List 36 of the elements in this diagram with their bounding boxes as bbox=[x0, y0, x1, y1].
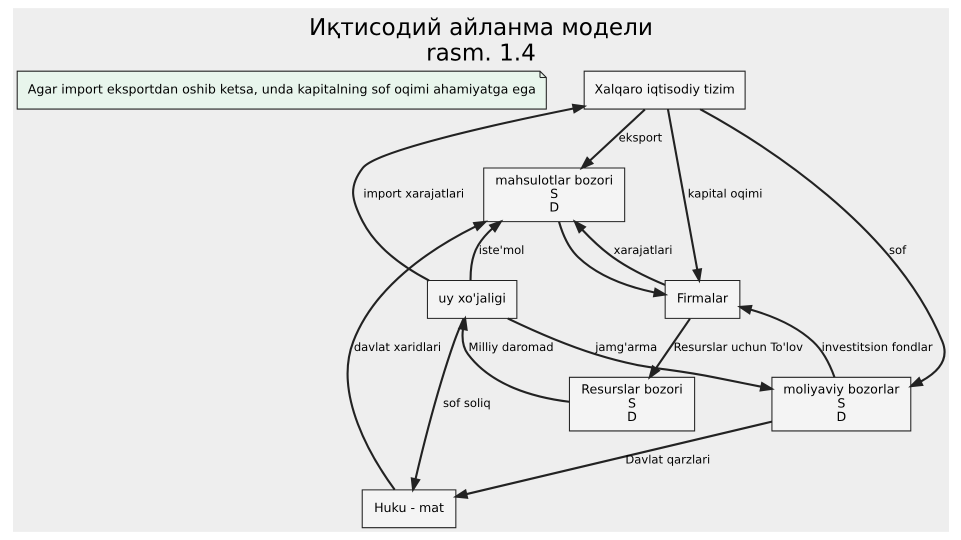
arrow bbox=[648, 318, 690, 380]
arrow bbox=[506, 318, 774, 392]
edge-label: import xarajatlari bbox=[362, 186, 464, 201]
node-box: Xalqaro iqtisodiy tizim bbox=[583, 70, 746, 110]
arrow bbox=[666, 109, 702, 284]
node-box: uy xo'jaligi bbox=[426, 280, 517, 319]
node-box: Firmalar bbox=[664, 280, 740, 319]
edge-label: investitsion fondlar bbox=[821, 340, 932, 354]
edge-label: xarajatlari bbox=[613, 243, 672, 258]
diagram-title: Иқтисодий айланма модели bbox=[308, 15, 652, 42]
edge-label: sof bbox=[888, 243, 906, 258]
arrow bbox=[346, 220, 488, 490]
node-box: moliyaviy bozorlar S D bbox=[770, 376, 911, 432]
edge-label: davlat xaridlari bbox=[353, 340, 441, 354]
arrow bbox=[452, 420, 772, 499]
arrow bbox=[572, 219, 666, 286]
arrow bbox=[699, 108, 946, 388]
edge-label: Milliy daromad bbox=[468, 340, 554, 354]
edge-label: sof soliq bbox=[442, 396, 490, 410]
edge-label: kapital oqimi bbox=[687, 186, 762, 201]
node-box: Resurslar bozori S D bbox=[568, 376, 695, 432]
edge-label: eksport bbox=[618, 130, 662, 144]
edge-label: iste'mol bbox=[478, 243, 524, 258]
edge-label: Resurslar uchun To'lov bbox=[673, 340, 802, 354]
caption: rasm. 1.4 bbox=[426, 40, 536, 66]
edge-label: Davlat qarzlari bbox=[624, 452, 710, 466]
arrow bbox=[558, 221, 668, 298]
arrow bbox=[736, 304, 835, 378]
arrow bbox=[469, 220, 503, 280]
node-box: Huku - mat bbox=[361, 489, 456, 528]
arrow bbox=[579, 108, 646, 170]
edge-label: jamg'arma bbox=[594, 340, 657, 354]
arrow bbox=[457, 316, 569, 403]
node-box: mahsulotlar bozori S D bbox=[482, 167, 625, 222]
arrow bbox=[352, 104, 587, 282]
arrow bbox=[410, 318, 464, 493]
